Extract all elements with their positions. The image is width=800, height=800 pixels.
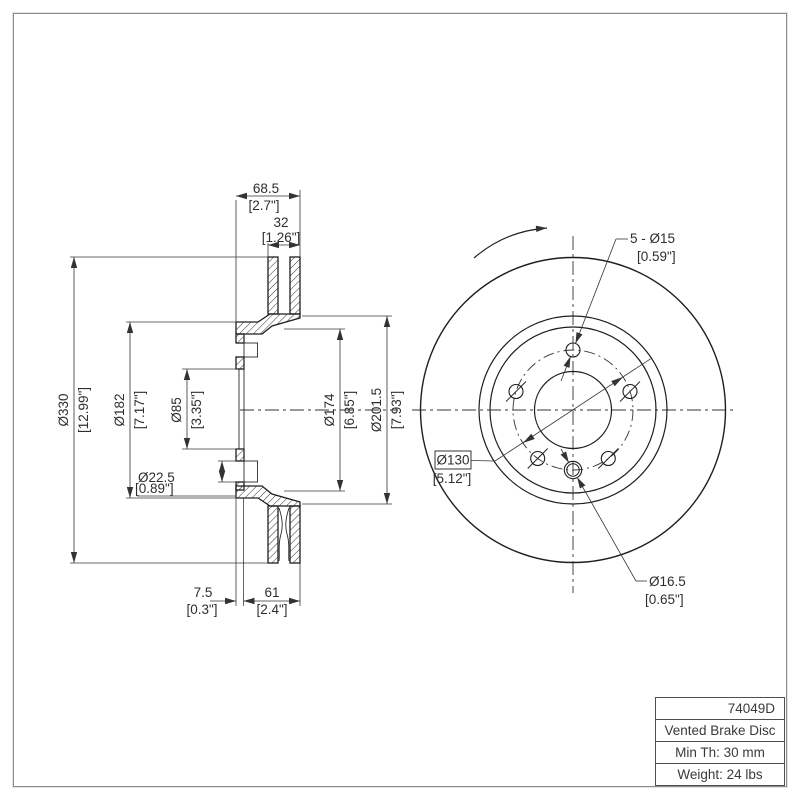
dim-hat-outer-diameter-in: [7.93"] <box>389 391 404 430</box>
dim-flange-offset-in: [0.3"] <box>186 602 217 617</box>
front-view-centerlines <box>412 236 736 593</box>
part-number: 74049D <box>727 701 775 716</box>
bolt-circle-dimension: Ø130 [5.12"] <box>433 358 651 486</box>
rotation-direction-arrow-icon <box>473 225 548 259</box>
bolt-holes-leader <box>560 238 628 382</box>
dim-flange-offset-mm: 7.5 <box>194 585 213 600</box>
section-feature-lines <box>238 334 290 562</box>
dim-pilot-diameter-mm: Ø22.5 <box>138 470 175 485</box>
dim-center-bore-in: [3.35"] <box>189 391 204 430</box>
dim-overall-width-in: [2.7"] <box>248 198 279 213</box>
dim-disc-thickness-in: [1.26"] <box>262 230 301 245</box>
weight: Weight: 24 lbs <box>656 763 784 785</box>
hole-slash-marks <box>505 381 641 469</box>
dim-center-bore-mm: Ø85 <box>169 397 184 423</box>
dimension-lines <box>70 192 391 605</box>
disc-circles <box>419 256 727 564</box>
dim-overall-width-mm: 68.5 <box>253 181 279 196</box>
dim-hat-diameter-mm: Ø182 <box>112 393 127 426</box>
bolt-circle <box>512 349 634 471</box>
dim-friction-inner-diameter-mm: Ø174 <box>322 393 337 427</box>
spec-table: 74049D Vented Brake Disc Min Th: 30 mm W… <box>655 697 785 786</box>
section-view: 68.5 [2.7"] 32 [1.26"] Ø330 [12.99"] Ø18… <box>56 181 404 617</box>
dim-bolt-holes-in: [0.59"] <box>637 249 676 264</box>
center-bore-circle <box>533 370 613 450</box>
locating-hole-leader <box>560 448 647 582</box>
locating-hole-inner <box>566 463 580 477</box>
dim-locating-hole-mm: Ø16.5 <box>649 574 686 589</box>
dim-friction-inner-diameter-in: [6.85"] <box>342 391 357 430</box>
dim-pilot-diameter-in: [0.89"] <box>135 481 174 496</box>
dim-outer-diameter-in: [12.99"] <box>76 387 91 433</box>
dim-locating-hole-in: [0.65"] <box>645 592 684 607</box>
dim-bolt-circle-mm: Ø130 <box>436 453 469 468</box>
dim-hat-depth-in: [2.4"] <box>256 602 287 617</box>
dim-hat-diameter-in: [7.17"] <box>132 391 147 430</box>
dim-hat-outer-diameter-mm: Ø201.5 <box>369 388 384 432</box>
section-dim-labels: 68.5 [2.7"] 32 [1.26"] Ø330 [12.99"] Ø18… <box>56 181 404 617</box>
min-thickness: Min Th: 30 mm <box>656 741 784 763</box>
bolt-holes <box>505 342 641 480</box>
dim-disc-thickness-mm: 32 <box>273 215 288 230</box>
part-type: Vented Brake Disc <box>656 719 784 741</box>
dim-bolt-circle-in: [5.12"] <box>433 471 472 486</box>
dim-hat-depth-mm: 61 <box>264 585 279 600</box>
front-view: 5 - Ø15 [0.59"] Ø130 [5.12"] Ø16.5 [0.65… <box>412 225 736 607</box>
dim-bolt-holes-mm: 5 - Ø15 <box>630 231 675 246</box>
witness-lines <box>70 190 392 606</box>
dim-outer-diameter-mm: Ø330 <box>56 393 71 426</box>
section-cut-material <box>235 256 301 564</box>
locating-hole-outer <box>563 460 583 480</box>
